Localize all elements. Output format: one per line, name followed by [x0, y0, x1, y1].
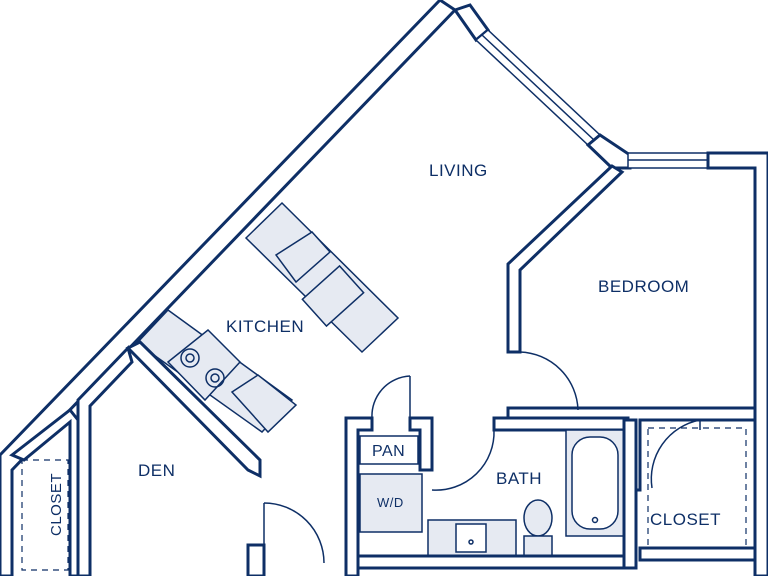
pantry-right-wall	[408, 416, 434, 472]
den-wall	[76, 345, 134, 576]
label-den: DEN	[138, 461, 175, 480]
outer-wall-right	[706, 151, 768, 576]
kitchen-island	[244, 201, 400, 354]
pantry-box	[359, 435, 419, 465]
toilet	[523, 499, 553, 557]
bedroom-door	[519, 351, 579, 411]
bath-top-wall	[492, 416, 630, 432]
tub-right-wall	[622, 418, 638, 570]
closet-right-door	[650, 419, 701, 489]
stove	[166, 328, 242, 402]
label-kitchen: KITCHEN	[226, 317, 304, 336]
den-door	[263, 502, 325, 564]
outer-wall-corner	[585, 133, 632, 170]
label-pantry: PAN	[372, 443, 405, 460]
closet-left-wall	[9, 407, 80, 576]
label-bedroom: BEDROOM	[598, 277, 689, 296]
closet-right-wall	[638, 546, 757, 562]
bathtub	[565, 429, 625, 537]
outer-wall-diagonal	[0, 0, 458, 576]
label-living: LIVING	[429, 161, 488, 180]
label-washer-dryer: W/D	[377, 495, 404, 510]
label-closet-left: CLOSET	[48, 473, 65, 536]
bath-bottom-wall	[356, 554, 630, 570]
refrigerator	[230, 374, 298, 434]
pantry-door	[371, 375, 411, 419]
bath-door	[431, 429, 495, 491]
den-bottom-wall	[246, 543, 266, 576]
living-bedroom-wall	[506, 164, 625, 354]
kitchen-den-wall	[125, 340, 262, 479]
vanity	[427, 519, 517, 557]
washer-dryer-box	[359, 473, 423, 533]
label-bath: BATH	[496, 469, 542, 488]
label-closet-right: CLOSET	[650, 510, 721, 529]
